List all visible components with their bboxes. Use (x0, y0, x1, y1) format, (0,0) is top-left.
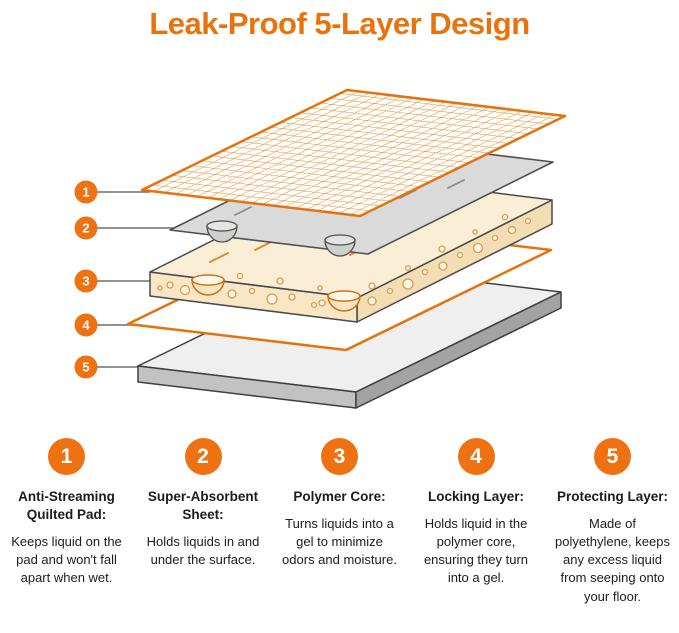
legend-item-3: 3 Polymer Core: Turns liquids into a gel… (275, 438, 404, 606)
quilted-mesh-1 (140, 88, 567, 218)
page-title: Leak-Proof 5-Layer Design (149, 6, 530, 41)
legend-number-badge-2: 2 (184, 438, 222, 475)
legend-number-badge-1: 1 (48, 438, 85, 475)
legend-item-2: 2 Super-Absorbent Sheet: Holds liquids i… (139, 438, 268, 606)
legend-number-badge-5: 5 (594, 438, 631, 475)
legend-body-4: Holds liquid in the polymer core, ensuri… (423, 515, 529, 586)
legend-heading-3: Polymer Core: (293, 489, 386, 504)
legend-body-3: Turns liquids into a gel to minimize odo… (282, 515, 397, 568)
polymer-bubbles (157, 213, 532, 309)
legend-item-1: 1 Anti-Streaming Quilted Pad: Keeps liqu… (2, 438, 131, 606)
marker-2: 2 (74, 216, 98, 240)
marker-3: 3 (74, 269, 98, 293)
marker-1: 1 (74, 180, 98, 204)
marker-5: 5 (74, 355, 98, 379)
legend-item-5: 5 Protecting Layer: Made of polyethylene… (548, 438, 677, 606)
legend-number-badge-3: 3 (321, 438, 358, 475)
legend-heading-1: Anti-Streaming Quilted Pad: (18, 489, 115, 522)
legend-body-1: Keeps liquid on the pad and won't fall a… (11, 533, 122, 585)
legend-item-4: 4 Locking Layer: Holds liquid in the pol… (412, 438, 541, 606)
marker-4: 4 (74, 313, 98, 337)
marker-4-number: 4 (82, 318, 90, 333)
marker-2-number: 2 (82, 221, 89, 236)
core-notch (191, 274, 361, 312)
sheet-funnel (206, 220, 356, 257)
marker-1-number: 1 (82, 185, 89, 200)
legend: 1 Anti-Streaming Quilted Pad: Keeps liqu… (0, 438, 679, 606)
legend-heading-5: Protecting Layer: (556, 489, 669, 504)
five-layer-exploded-diagram: 1 2 3 4 5 (74, 88, 567, 409)
legend-body-2: Holds liquids in and under the surface. (146, 533, 260, 567)
marker-5-number: 5 (82, 360, 89, 375)
legend-heading-4: Locking Layer: (427, 489, 525, 504)
marker-3-number: 3 (82, 274, 89, 289)
layer-markers: 1 2 3 4 5 (74, 180, 98, 379)
legend-number-badge-4: 4 (457, 438, 495, 475)
legend-heading-2: Super-Absorbent Sheet: (147, 489, 259, 522)
legend-body-5: Made of polyethylene, keeps any excess l… (555, 515, 670, 604)
